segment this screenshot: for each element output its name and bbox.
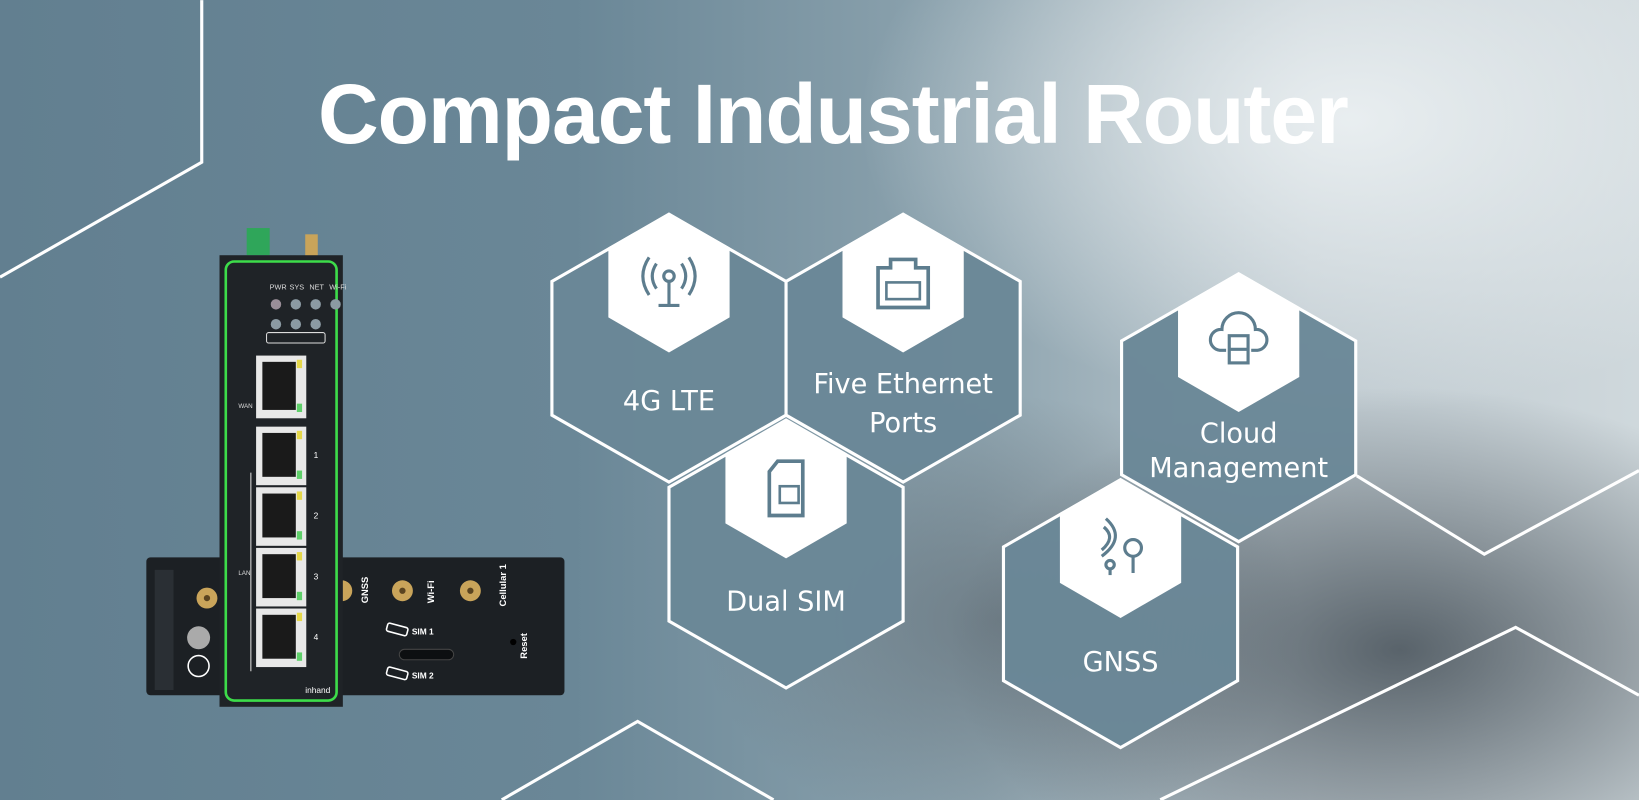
cellular-label: Cellular 1: [497, 564, 508, 606]
gnss-satellite-icon: [1100, 517, 1144, 576]
feature-hexagon-dual-sim: Dual SIM: [667, 418, 905, 690]
reset-label: Reset: [518, 632, 529, 658]
ground-screw: [187, 626, 211, 650]
power-terminal: [246, 228, 270, 256]
cloud-server-icon: [1208, 311, 1269, 365]
router-device: GNSS Wi-Fi Cellular 1 SIM 1 SIM 2 Reset …: [146, 228, 565, 707]
wifi-label: Wi-Fi: [425, 580, 436, 603]
ground-icon: [187, 654, 210, 678]
signal-strength-icon: [266, 332, 326, 344]
lan-port: 3: [256, 547, 319, 607]
feature-label: Management: [1149, 453, 1328, 484]
lan-label: LAN: [238, 570, 251, 577]
lan-port: 1: [256, 426, 319, 486]
wan-label: WAN: [238, 403, 253, 410]
port-number: 4: [314, 632, 319, 642]
antenna-icon: [641, 256, 697, 307]
feature-label: Dual SIM: [726, 587, 846, 618]
port-number: 2: [314, 511, 319, 521]
feature-label: GNSS: [1083, 647, 1159, 678]
led-label: PWR: [270, 283, 287, 292]
led-label: Wi-Fi: [329, 283, 346, 292]
led-label: SYS: [290, 283, 305, 292]
reset-button: [510, 638, 517, 646]
icon-hexagon: [1178, 271, 1300, 413]
green-bezel: [224, 260, 338, 702]
gnss-label: GNSS: [359, 577, 370, 604]
feature-label: Five Ethernet: [813, 369, 993, 400]
sim-card-icon: [767, 459, 805, 518]
feature-hexagon-4g-lte: 4G LTE: [550, 212, 788, 484]
port-number: 1: [314, 450, 319, 460]
brand-logo: inhand: [305, 685, 330, 695]
led-label: NET: [309, 283, 324, 292]
feature-label: 4G LTE: [623, 386, 715, 417]
icon-hexagon: [725, 418, 847, 559]
feature-hexagon-gnss: GNSS: [1001, 477, 1240, 750]
port-number: 3: [314, 571, 319, 581]
wan-port: [256, 355, 307, 419]
sim1-label: SIM 1: [412, 627, 434, 637]
sim-slot: [398, 648, 455, 661]
feature-label: Ports: [869, 408, 937, 439]
lan-port: 4: [256, 608, 319, 668]
icon-hexagon: [1059, 477, 1182, 618]
sim2-label: SIM 2: [412, 671, 434, 681]
ethernet-port-icon: [876, 257, 931, 310]
lan-port: 2: [256, 487, 319, 546]
top-antenna-connector: [305, 234, 318, 258]
page-title: Compact Industrial Router: [318, 67, 1349, 161]
feature-label: Cloud: [1200, 418, 1278, 449]
